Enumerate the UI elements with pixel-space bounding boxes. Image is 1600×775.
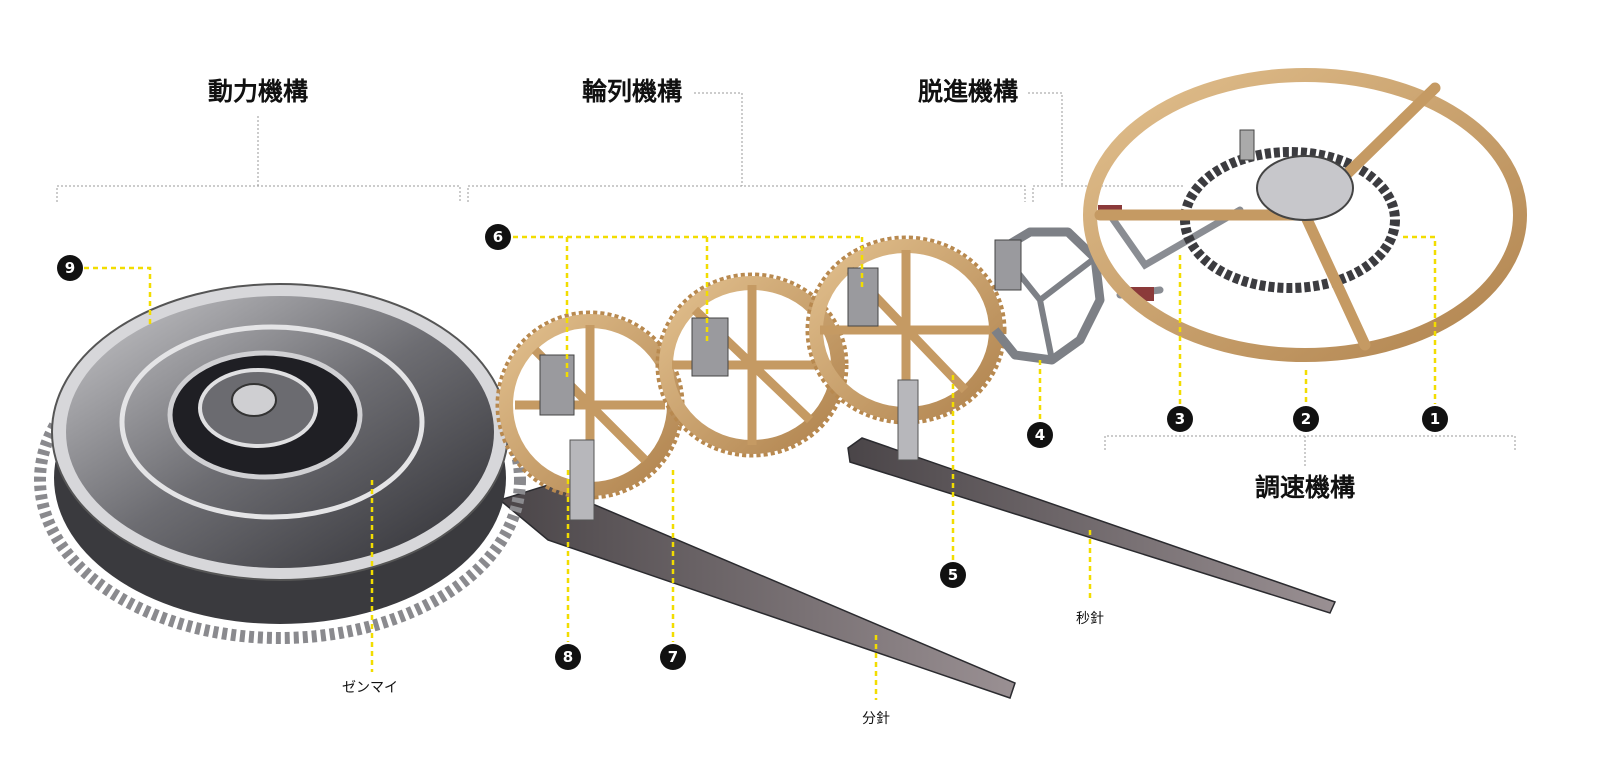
escape-wheel	[991, 227, 1105, 365]
svg-text:5: 5	[948, 566, 958, 584]
balance-rim	[1083, 68, 1527, 362]
minute-hand	[498, 484, 1016, 699]
marker-7: 7	[660, 644, 686, 670]
bracket-regulator	[1104, 435, 1516, 466]
label-minute-hand: 分針	[862, 711, 890, 727]
third-wheel	[495, 310, 685, 521]
third-wheel-pinion	[539, 354, 575, 416]
svg-text:8: 8	[563, 648, 573, 666]
marker-2: 2	[1293, 406, 1319, 432]
balance-staff	[1239, 129, 1255, 161]
center-wheel	[655, 272, 849, 458]
marker-5: 5	[940, 562, 966, 588]
marker-3: 3	[1167, 406, 1193, 432]
barrel-arbor	[231, 383, 277, 417]
label-mainspring: ゼンマイ	[342, 680, 398, 696]
leader-1	[1403, 235, 1437, 404]
svg-text:4: 4	[1035, 426, 1045, 444]
svg-text:1: 1	[1430, 410, 1440, 428]
balance-roller	[1256, 155, 1354, 221]
marker-8: 8	[555, 644, 581, 670]
third-wheel-arbor	[569, 439, 595, 521]
svg-text:9: 9	[65, 259, 75, 277]
section-brackets	[56, 92, 1516, 466]
leader-lines	[84, 235, 1437, 700]
bracket-escapement	[1028, 92, 1185, 202]
leader-6	[513, 235, 864, 380]
heading-power-mechanism: 動力機構	[208, 77, 308, 106]
svg-text:7: 7	[668, 648, 678, 666]
svg-text:3: 3	[1175, 410, 1185, 428]
escape-pinion	[994, 239, 1022, 291]
fourth-wheel-arbor	[897, 379, 919, 461]
heading-regulator: 調速機構	[1255, 473, 1355, 502]
pallet-fork	[1106, 206, 1244, 299]
svg-text:6: 6	[493, 228, 503, 246]
marker-9: 9	[57, 255, 83, 281]
bracket-gear-train	[467, 92, 1026, 202]
mainspring-barrel	[34, 283, 526, 644]
gear-train	[495, 235, 1007, 521]
heading-gear-train: 輪列機構	[582, 77, 682, 106]
spring-coil-outer	[119, 324, 425, 520]
bracket-power	[56, 116, 461, 202]
svg-text:2: 2	[1301, 410, 1311, 428]
center-wheel-pinion	[691, 317, 729, 377]
second-hand	[847, 437, 1337, 614]
label-second-hand: 秒針	[1076, 611, 1104, 627]
numbered-markers: 1 2 3 4 5 6 7 8	[57, 224, 1448, 670]
leader-9	[84, 266, 152, 325]
heading-escapement: 脱進機構	[918, 77, 1018, 106]
marker-6: 6	[485, 224, 511, 250]
marker-1: 1	[1422, 406, 1448, 432]
balance-assembly	[1083, 68, 1527, 362]
marker-4: 4	[1027, 422, 1053, 448]
